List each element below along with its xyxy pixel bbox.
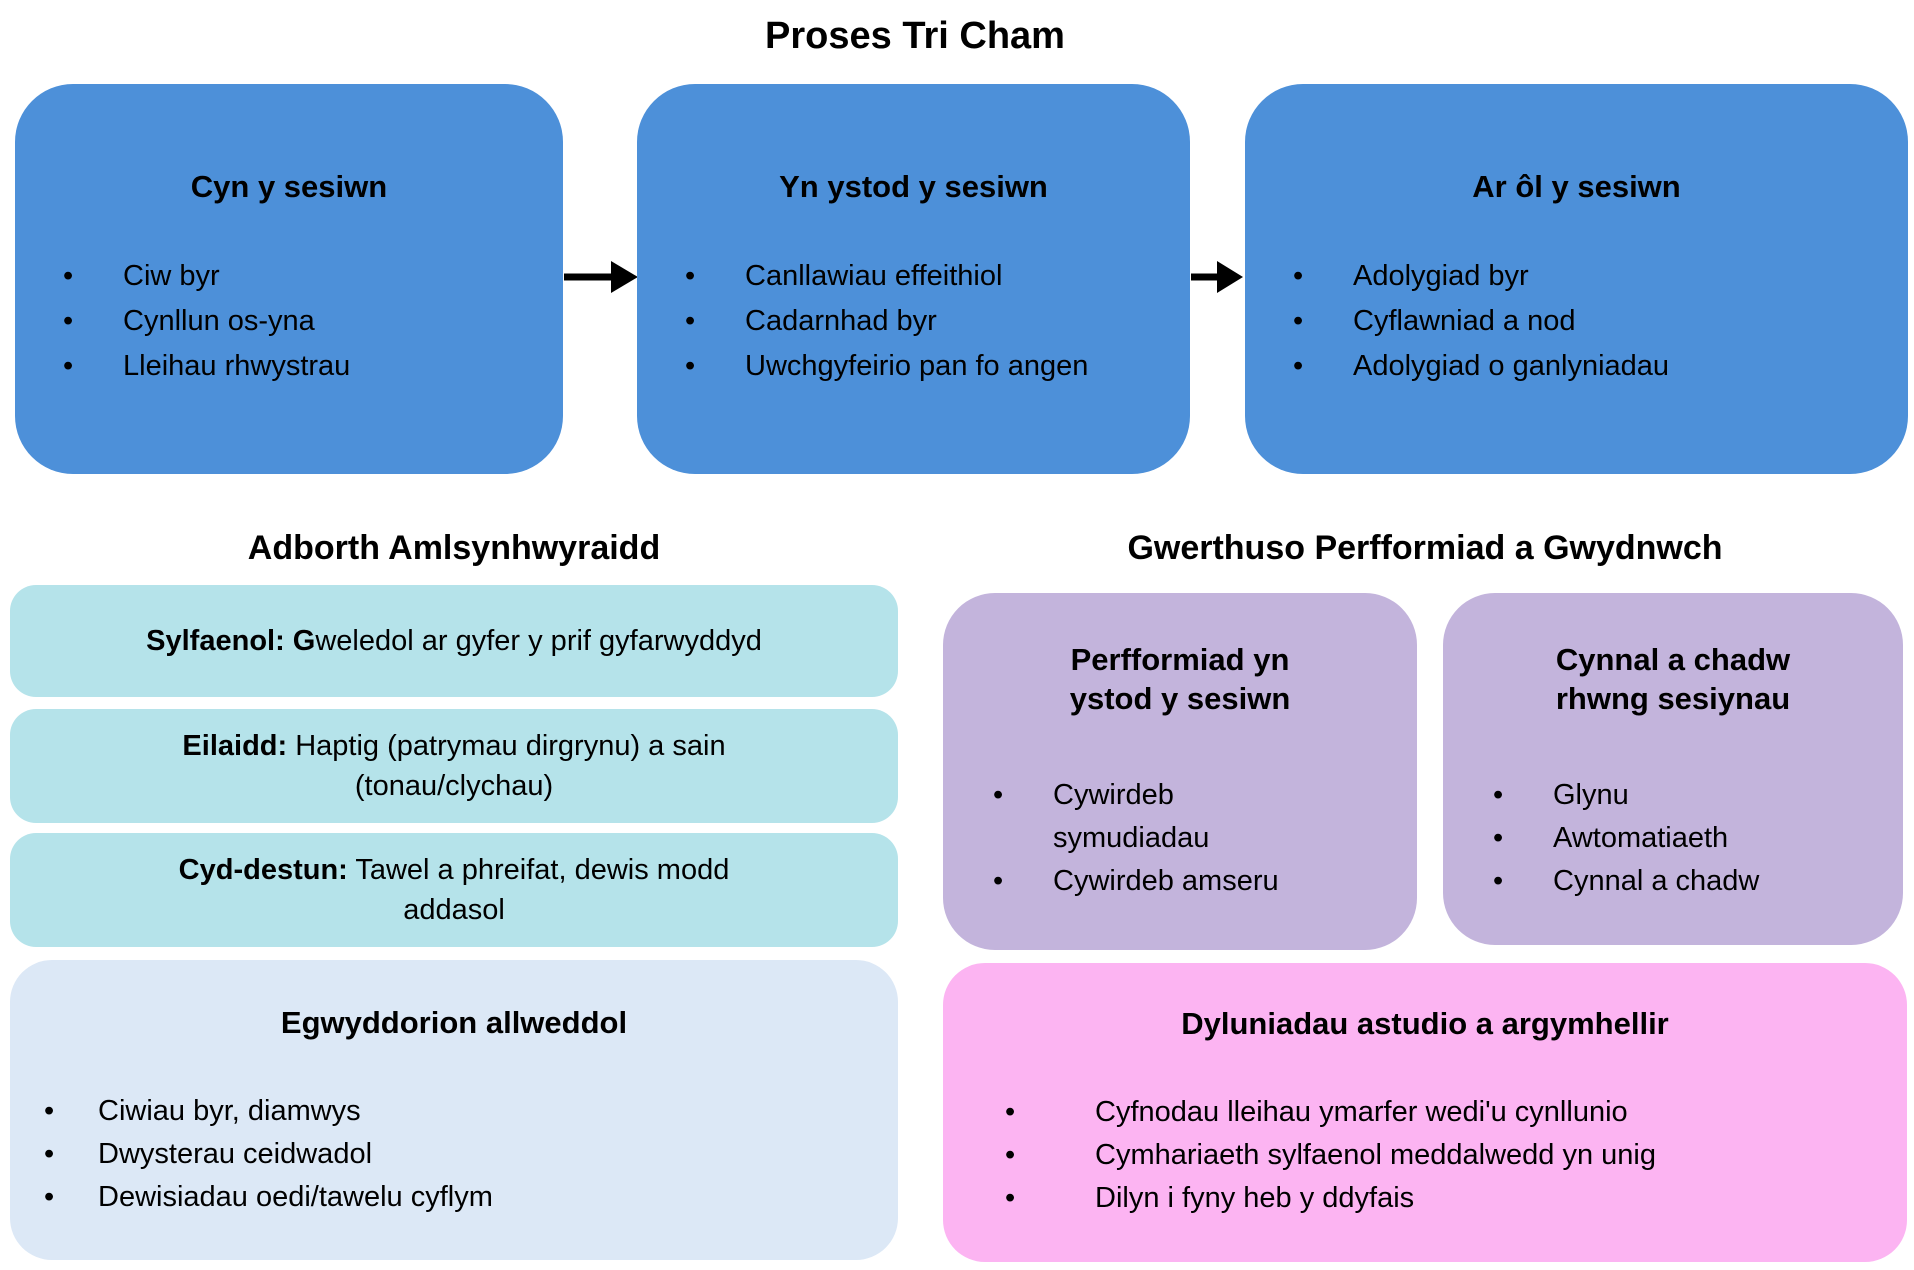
step-title: Cyn y sesiwn xyxy=(190,169,388,204)
arrow-right-icon xyxy=(564,258,638,301)
bullet-item: Adolygiad byr xyxy=(1245,254,1888,299)
bullet-item: Awtomatiaeth xyxy=(1443,817,1903,860)
bullet-item: Cymhariaeth sylfaenol meddalwedd yn unig xyxy=(943,1134,1897,1177)
bullet-item: Cyflawniad a nod xyxy=(1245,299,1888,344)
bullet-item: Cywirdeb symudiadau xyxy=(943,774,1417,860)
feedback-channel-primary: Sylfaenol: Gweledol ar gyfer y prif gyfa… xyxy=(10,585,898,697)
bullet-item: Cadarnhad byr xyxy=(637,299,1170,344)
bullet-item: Cynllun os-yna xyxy=(15,299,543,344)
bullet-item: Dilyn i fyny heb y ddyfais xyxy=(943,1177,1897,1220)
section-title-performance-evaluation: Gwerthuso Perfformiad a Gwydnwch xyxy=(1127,529,1723,567)
process-step-after-session: Ar ôl y sesiwn Adolygiad byr Cyflawniad … xyxy=(1245,84,1908,474)
bullet-item: Lleihau rhwystrau xyxy=(15,344,543,389)
bullet-item: Cynnal a chadw xyxy=(1443,860,1903,903)
bullet-item: Cyfnodau lleihau ymarfer wedi'u cynlluni… xyxy=(943,1091,1897,1134)
step-title: Yn ystod y sesiwn xyxy=(779,169,1048,204)
arrow-right-icon xyxy=(1191,258,1243,301)
bullet-item: Dewisiadau oedi/tawelu cyflym xyxy=(10,1176,888,1219)
bullet-item: Ciwiau byr, diamwys xyxy=(10,1090,888,1133)
bullet-item: Dwysterau ceidwadol xyxy=(10,1133,888,1176)
maintenance-bullet-list: Glynu Awtomatiaeth Cynnal a chadw xyxy=(1443,774,1903,903)
between-session-maintenance-card: Cynnal a chadw rhwng sesiynau Glynu Awto… xyxy=(1443,593,1903,945)
channel-text: Sylfaenol: Gweledol ar gyfer y prif gyfa… xyxy=(146,625,762,657)
step-title: Ar ôl y sesiwn xyxy=(1472,169,1681,204)
section-title-multisensory-feedback: Adborth Amlsynhwyraidd xyxy=(247,529,661,567)
bullet-item: Cywirdeb amseru xyxy=(943,860,1417,903)
channel-label: Cyd-destun: xyxy=(178,854,348,886)
step-bullet-list: Canllawiau effeithiol Cadarnhad byr Uwch… xyxy=(637,254,1170,389)
bullet-item: Adolygiad o ganlyniadau xyxy=(1245,344,1888,389)
key-principles-card: Egwyddorion allweddol Ciwiau byr, diamwy… xyxy=(10,960,898,1260)
card-title: Perfformiad yn ystod y sesiwn xyxy=(1069,642,1291,716)
step-bullet-list: Adolygiad byr Cyflawniad a nod Adolygiad… xyxy=(1245,254,1888,389)
channel-text: Cyd-destun: Tawel a phreifat, dewis modd… xyxy=(178,854,730,926)
step-bullet-list: Ciw byr Cynllun os-yna Lleihau rhwystrau xyxy=(15,254,543,389)
card-title: Dyluniadau astudio a argymhellir xyxy=(1181,1006,1669,1041)
principles-bullet-list: Ciwiau byr, diamwys Dwysterau ceidwadol … xyxy=(10,1090,888,1219)
channel-label: Sylfaenol: G xyxy=(146,625,316,657)
process-step-during-session: Yn ystod y sesiwn Canllawiau effeithiol … xyxy=(637,84,1190,474)
process-step-before-session: Cyn y sesiwn Ciw byr Cynllun os-yna Llei… xyxy=(15,84,563,474)
bullet-item: Ciw byr xyxy=(15,254,543,299)
feedback-channel-context: Cyd-destun: Tawel a phreifat, dewis modd… xyxy=(10,833,898,947)
page-title: Proses Tri Cham xyxy=(765,15,1065,57)
in-session-performance-card: Perfformiad yn ystod y sesiwn Cywirdeb s… xyxy=(943,593,1417,950)
bullet-item: Uwchgyfeirio pan fo angen xyxy=(637,344,1170,389)
card-title: Cynnal a chadw rhwng sesiynau xyxy=(1555,642,1791,716)
bullet-item: Glynu xyxy=(1443,774,1903,817)
performance-bullet-list: Cywirdeb symudiadau Cywirdeb amseru xyxy=(943,774,1417,903)
feedback-channel-secondary: Eilaidd: Haptig (patrymau dirgrynu) a sa… xyxy=(10,709,898,823)
channel-text: Eilaidd: Haptig (patrymau dirgrynu) a sa… xyxy=(182,730,726,802)
bullet-item: Canllawiau effeithiol xyxy=(637,254,1170,299)
study-bullet-list: Cyfnodau lleihau ymarfer wedi'u cynlluni… xyxy=(943,1091,1897,1220)
recommended-study-designs-card: Dyluniadau astudio a argymhellir Cyfnoda… xyxy=(943,963,1907,1262)
channel-label: Eilaidd: xyxy=(182,730,288,762)
card-title: Egwyddorion allweddol xyxy=(280,1005,628,1040)
